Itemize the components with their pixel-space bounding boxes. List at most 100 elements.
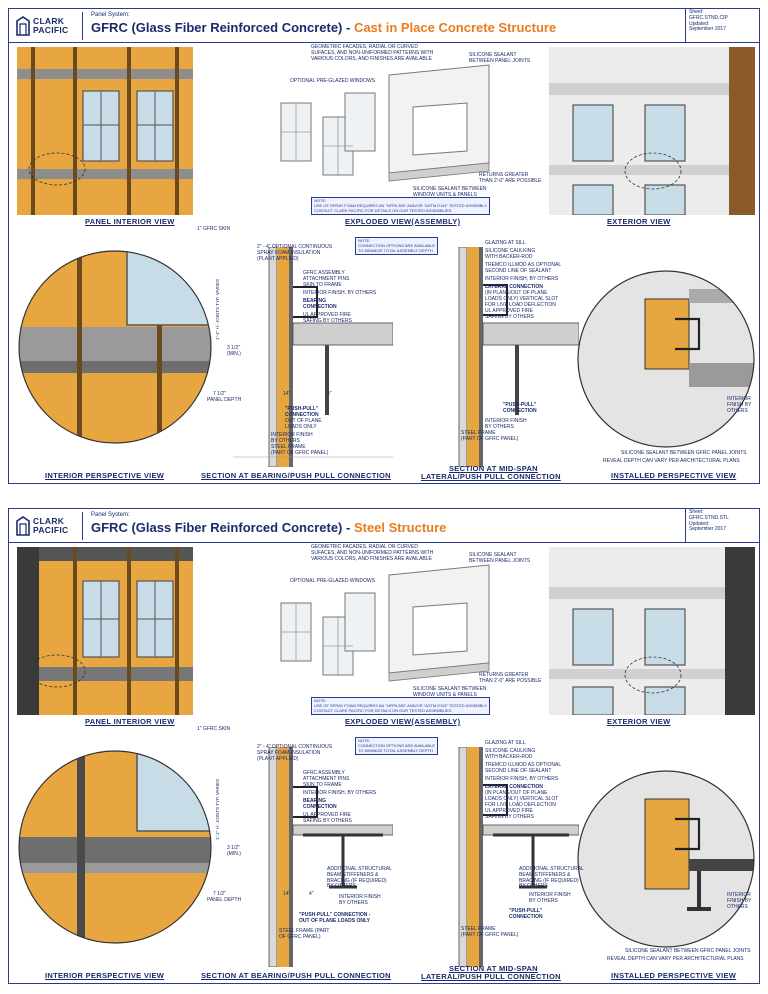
- sheet-title: GFRC (Glass Fiber Reinforced Concrete) -…: [91, 520, 447, 535]
- note-installed-reveal: REVEAL DEPTH CAN VARY PER ARCHITECTURAL …: [603, 458, 740, 464]
- panel-system-label: Panel System:: [91, 12, 130, 18]
- installed-perspective-illustration: [577, 770, 755, 948]
- caption-installed: INSTALLED PERSPECTIVE VIEW: [611, 971, 737, 980]
- caption-interior-perspective: INTERIOR PERSPECTIVE VIEW: [45, 471, 165, 480]
- dim-4: 4": [327, 391, 332, 397]
- note-push-pull-2: "PUSH-PULL"CONNECTION: [503, 402, 537, 414]
- caption-panel-interior: PANEL INTERIOR VIEW: [85, 217, 175, 226]
- note-steel-frame-2: STEEL FRAME(PART OF GFRC PANEL): [461, 430, 519, 442]
- note-glazing: GLAZING AT SILL: [485, 740, 526, 746]
- panel-system-label: Panel System:: [91, 512, 130, 518]
- caption-exterior: EXTERIOR VIEW: [607, 217, 671, 226]
- note-installed-reveal: REVEAL DEPTH CAN VARY PER ARCHITECTURAL …: [607, 956, 744, 962]
- caption-section-lateral: LATERAL/PUSH PULL CONNECTION: [421, 472, 561, 481]
- caption-section-midspan: SECTION AT MID-SPAN: [449, 964, 538, 973]
- note-lateral: LATERAL CONNECTION: [485, 784, 543, 790]
- dim-3-half: 3 1/2": [227, 845, 240, 851]
- note-installed-sealant: SILICONE SEALANT BETWEEN GFRC PANEL JOIN…: [625, 948, 751, 954]
- caption-exterior: EXTERIOR VIEW: [607, 717, 671, 726]
- note-windows: OPTIONAL PRE-GLAZED WINDOWS: [290, 78, 376, 84]
- panel-interior-illustration: [17, 547, 193, 715]
- note-interior-finish-3: INTERIOR FINISH, BY OTHERS: [485, 776, 559, 782]
- note-lateral: LATERAL CONNECTION: [485, 284, 543, 290]
- panel-depth-label: PANEL DEPTH: [207, 397, 242, 403]
- exterior-illustration: [549, 547, 755, 715]
- section-midspan-illustration: [458, 747, 579, 967]
- note-glazing: GLAZING AT SILL: [485, 240, 526, 246]
- section-bearing-illustration: [233, 247, 393, 467]
- caption-section-bearing: SECTION AT BEARING/PUSH PULL CONNECTION: [201, 971, 391, 980]
- caption-installed: INSTALLED PERSPECTIVE VIEW: [611, 471, 737, 480]
- installed-perspective-illustration: [577, 270, 755, 448]
- note-push-pull-2: "PUSH-PULL"CONNECTION: [509, 908, 543, 920]
- dim-7-half: 7 1/2": [213, 891, 226, 897]
- dim-3-half: 3 1/2": [227, 345, 240, 351]
- sheet-meta: Sheet:GFRC.STND.STL Updated:September 20…: [685, 509, 759, 543]
- note-push-pull: "PUSH-PULL" CONNECTION -OUT OF PLANE LOA…: [299, 912, 371, 924]
- note-spray-foam-box: NOTE:USE OF SPRAY FOAM REQUIRES AN "NFPA…: [311, 197, 491, 216]
- dim-14: 14": [283, 391, 291, 397]
- sheet-meta: Sheet:GFRC.STND.CIP Updated:September 20…: [685, 9, 759, 43]
- caption-panel-interior: PANEL INTERIOR VIEW: [85, 717, 175, 726]
- panel-interior-illustration: [17, 47, 193, 215]
- vdim-varies: 1'-1" +/- JOINTS TYP. VARIES: [215, 279, 220, 340]
- interior-perspective-illustration: [18, 750, 212, 944]
- dim-min: (MIN.): [227, 851, 241, 857]
- caption-section-lateral: LATERAL/PUSH PULL CONNECTION: [421, 972, 561, 981]
- section-bearing-illustration: [268, 747, 393, 967]
- clark-pacific-logo-icon: [16, 16, 30, 36]
- note-skin: 1" GFRC SKIN: [197, 226, 231, 232]
- caption-section-bearing: SECTION AT BEARING/PUSH PULL CONNECTION: [201, 471, 391, 480]
- caption-interior-perspective: INTERIOR PERSPECTIVE VIEW: [45, 971, 165, 980]
- caption-exploded: EXPLODED VIEW(ASSEMBLY): [345, 717, 461, 726]
- exploded-assembly-illustration: [280, 64, 490, 182]
- dim-7-half: 7 1/2": [213, 391, 226, 397]
- interior-perspective-illustration: [18, 250, 212, 444]
- note-interior-finish-3: INTERIOR FINISH, BY OTHERS: [485, 276, 559, 282]
- dim-14: 14": [283, 891, 291, 897]
- note-steel-frame: STEEL FRAME(PART OF GFRC PANEL): [271, 444, 329, 456]
- note-push-pull: "PUSH-PULL"CONNECTION: [285, 406, 319, 418]
- dim-min: (MIN.): [227, 351, 241, 357]
- sheet-title: GFRC (Glass Fiber Reinforced Concrete) -…: [91, 20, 557, 35]
- note-spray-foam-box: NOTE:USE OF SPRAY FOAM REQUIRES AN "NFPA…: [311, 697, 491, 716]
- note-steel-frame-2: STEEL FRAME(PART OF GFRC PANEL): [461, 926, 519, 938]
- caption-section-midspan: SECTION AT MID-SPAN: [449, 464, 538, 473]
- dim-4: 4": [309, 891, 314, 897]
- note-interior-finish: INTERIOR FINISH, BY OTHERS: [303, 290, 377, 296]
